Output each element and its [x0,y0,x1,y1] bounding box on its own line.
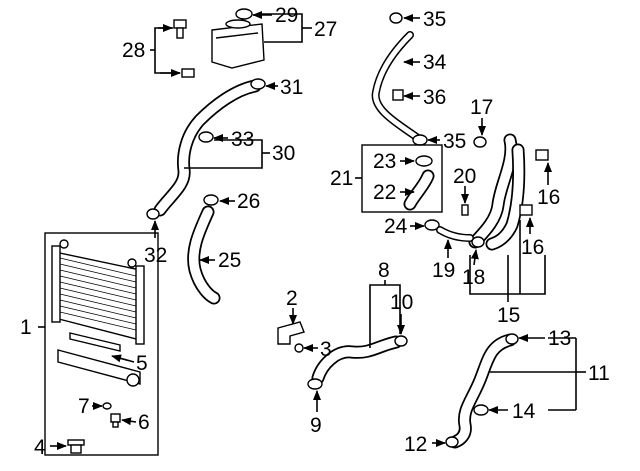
callout-21: 21 [330,167,353,190]
callout-16-lower: 16 [521,236,544,259]
reservoir-bolt-upper [173,19,187,39]
callout-27: 27 [314,18,337,41]
hose-clamp-23 [415,155,433,167]
callout-8: 8 [378,259,390,282]
leader-lines [38,11,586,450]
callout-9: 9 [310,414,322,437]
callout-24: 24 [384,215,408,238]
bolt-3 [294,343,304,353]
callout-20: 20 [453,165,476,188]
hose-clamp-17 [473,136,487,148]
callout-36: 36 [423,86,446,109]
bolt-20 [461,204,469,216]
callout-22: 22 [373,181,396,204]
short-hose-22 [403,169,435,211]
radiator-cap [67,439,85,454]
callout-33: 33 [231,128,254,151]
lower-radiator-hose [448,333,517,449]
callout-12: 12 [404,433,427,456]
callout-7: 7 [78,395,90,418]
overflow-hose [371,31,422,142]
callout-31: 31 [280,76,303,99]
lower-hose-25 [187,205,221,305]
callout-16-upper: 16 [537,186,560,209]
callout-17: 17 [470,96,493,119]
bracket-2 [277,321,305,345]
upper-radiator-hose [153,79,262,217]
hose-clamp-35-lower [412,134,428,146]
hose-clamp-10 [394,335,408,347]
callout-34: 34 [423,51,447,74]
callout-28: 28 [122,39,145,62]
hose-clamp-31 [250,78,266,90]
upper-seal [69,332,121,352]
callout-35-lower: 35 [443,130,466,153]
hose-clamp-9 [307,378,323,390]
hose-clamp-35-upper [389,12,403,24]
callout-10: 10 [390,291,413,314]
hose-clip-36 [392,89,404,101]
callout-2: 2 [286,287,298,310]
callout-15: 15 [497,304,520,327]
callout-4: 4 [34,436,46,459]
callout-23: 23 [373,150,396,173]
callout-numbers: 1 2 3 4 5 6 7 8 9 10 11 12 13 14 15 16 1… [20,4,610,459]
callout-14: 14 [512,400,536,423]
clip-16-upper [535,149,549,161]
callout-26: 26 [237,190,260,213]
heater-hose-b [485,143,526,251]
hose-clamp-13 [505,333,519,345]
bypass-hose [311,335,403,385]
callout-3: 3 [320,338,332,361]
lower-seal [57,349,141,387]
callout-18: 18 [462,266,485,289]
hose-clamp-33 [198,131,214,143]
drain-plug [110,413,121,428]
callout-11: 11 [588,362,610,385]
hose-clamp-26 [203,194,219,206]
callout-30: 30 [272,142,295,165]
coolant-reservoir [211,19,265,69]
clip-16-lower [519,204,533,216]
clamp-24 [424,219,440,231]
callout-13: 13 [548,327,571,350]
callout-32: 32 [144,244,167,267]
callout-29: 29 [275,4,298,27]
callout-35-upper: 35 [423,8,446,31]
hose-clamp-32 [146,208,160,220]
callout-19: 19 [432,259,455,282]
reservoir-cap [235,8,253,20]
drain-o-ring [102,402,112,410]
heater-hose-a [468,133,518,249]
radiator-group-frame [44,232,159,456]
radiator-group [44,232,159,456]
callout-25: 25 [218,249,241,272]
callout-1: 1 [20,316,32,339]
reservoir-bolt-lower [181,68,195,78]
pipe-19 [436,226,474,242]
hose-clamp-12 [445,436,459,448]
callout-5: 5 [136,352,148,375]
clamp-18 [471,236,485,248]
radiator [51,239,145,345]
hose-clamp-14 [473,404,489,416]
callout-6: 6 [138,411,150,434]
